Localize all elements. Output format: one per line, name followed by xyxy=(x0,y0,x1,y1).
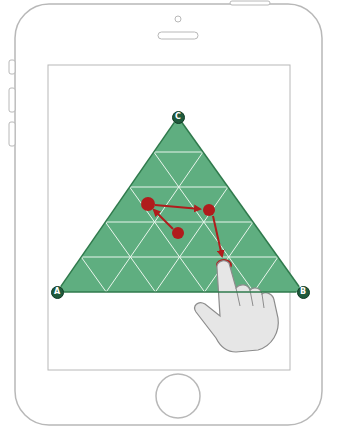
grid-line xyxy=(81,257,278,258)
path-arrow xyxy=(154,210,173,229)
top-button xyxy=(230,1,270,5)
path-dot xyxy=(172,227,184,239)
side-button xyxy=(9,88,15,112)
vertex-label: B xyxy=(300,288,306,296)
grid-line xyxy=(254,257,278,292)
grid-line xyxy=(130,187,205,292)
triangle-grid xyxy=(81,152,278,292)
grid-line xyxy=(105,222,253,223)
vertex-circle: B xyxy=(297,286,310,299)
side-button xyxy=(9,60,15,74)
vertex-circle: A xyxy=(51,286,64,299)
home-button xyxy=(156,374,200,418)
triangle-side xyxy=(182,122,299,286)
triangle-fill xyxy=(57,117,303,292)
vertex-label: C xyxy=(175,113,181,121)
hand-pointer xyxy=(195,261,279,352)
vertex-circle: C xyxy=(172,111,185,124)
hand-detail xyxy=(236,288,264,308)
path-dot xyxy=(141,197,155,211)
vertex-label: A xyxy=(54,288,60,296)
path-arrow xyxy=(155,205,200,209)
triangle-side xyxy=(64,291,297,293)
grid-line xyxy=(106,152,203,292)
grid-line xyxy=(154,152,254,292)
path-dot xyxy=(203,204,215,216)
phone-body xyxy=(15,4,322,425)
side-button xyxy=(9,122,15,146)
triangle-side xyxy=(61,122,175,286)
camera xyxy=(175,16,181,22)
path-arrow xyxy=(213,216,222,256)
speaker xyxy=(158,32,198,39)
grid-line xyxy=(154,152,203,153)
grid-line xyxy=(81,257,106,292)
